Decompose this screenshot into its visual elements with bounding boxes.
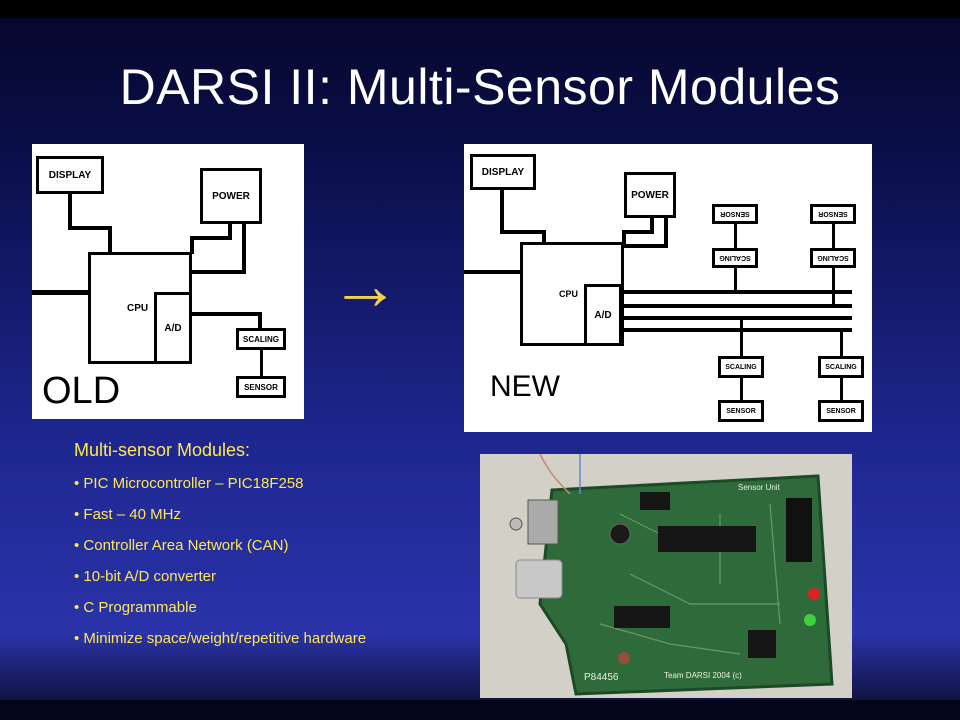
wire (832, 268, 835, 306)
ad-box: A/D (154, 292, 192, 364)
top-band (0, 0, 960, 18)
wire (664, 218, 668, 248)
wire (260, 350, 263, 376)
wire (32, 290, 90, 295)
sensor-box-bottom-1: SENSOR (718, 400, 764, 422)
feature-item: • Controller Area Network (CAN) (74, 537, 289, 554)
feature-list: Multi-sensor Modules: • PIC Microcontrol… (74, 440, 394, 661)
feature-item: • Minimize space/weight/repetitive hardw… (74, 630, 367, 647)
slide-title: DARSI II: Multi-Sensor Modules (119, 59, 841, 115)
wire (68, 226, 110, 230)
wire (622, 230, 626, 244)
bottom-band (0, 700, 960, 720)
microcontroller-chip (658, 526, 756, 552)
feature-item: • 10-bit A/D converter (74, 568, 216, 585)
feature-heading: Multi-sensor Modules: (74, 440, 251, 460)
part-number: P84456 (584, 672, 619, 683)
wire (740, 318, 743, 356)
wire (622, 290, 852, 294)
wire (542, 230, 546, 244)
scaling-box-top-1: SCALING (712, 248, 758, 268)
wire (68, 194, 72, 228)
crystal (515, 559, 563, 599)
wire (840, 330, 843, 356)
arrow-right-icon: → (330, 246, 400, 324)
sensor-box-top-2: SENSOR (810, 204, 856, 224)
scaling-box: SCALING (236, 328, 286, 350)
wire (622, 316, 852, 320)
cpu-label: CPU (559, 289, 579, 299)
wire (734, 224, 737, 248)
display-box: DISPLAY (36, 156, 104, 194)
power-box: POWER (200, 168, 262, 224)
feature-item: • Fast – 40 MHz (74, 506, 181, 523)
wire (622, 304, 852, 308)
wire (190, 236, 230, 240)
wire (840, 378, 843, 400)
team-text: Team DARSI 2004 (c) (664, 671, 742, 680)
scaling-box-bottom-2: SCALING (818, 356, 864, 378)
scaling-box-top-2: SCALING (810, 248, 856, 268)
old-block-diagram: DISPLAY POWER CPU A/D SCALING SENSOR OLD (32, 144, 304, 419)
ad-box: A/D (584, 284, 622, 346)
sensor-box: SENSOR (236, 376, 286, 398)
wire (192, 312, 260, 316)
feature-item: • C Programmable (74, 599, 197, 616)
wire (740, 378, 743, 400)
wire (192, 270, 244, 274)
circuit-board-photo: Sensor Unit P84456 Team DARSI 2004 (c) (480, 454, 852, 698)
wire (622, 230, 652, 234)
wire (242, 224, 246, 274)
wire (622, 328, 852, 332)
wire (650, 218, 654, 234)
feature-item: • PIC Microcontroller – PIC18F258 (74, 475, 304, 492)
wire (228, 224, 232, 240)
display-box: DISPLAY (470, 154, 536, 190)
wire (108, 226, 112, 254)
scaling-box-bottom-1: SCALING (718, 356, 764, 378)
wire (190, 236, 194, 254)
new-block-diagram: DISPLAY POWER CPU A/D SENSOR SENSOR SCAL… (464, 144, 872, 432)
new-label: NEW (490, 370, 560, 403)
sensor-box-bottom-2: SENSOR (818, 400, 864, 422)
wire (464, 270, 522, 274)
power-box: POWER (624, 172, 676, 218)
wire (258, 312, 262, 330)
silkscreen-label: Sensor Unit (738, 483, 781, 492)
sensor-box-top-1: SENSOR (712, 204, 758, 224)
cpu-label: CPU (127, 302, 149, 314)
wire (622, 244, 668, 248)
wire (734, 268, 737, 292)
old-label: OLD (42, 370, 121, 412)
wire (500, 190, 504, 232)
wire (500, 230, 544, 234)
wire (832, 224, 835, 248)
